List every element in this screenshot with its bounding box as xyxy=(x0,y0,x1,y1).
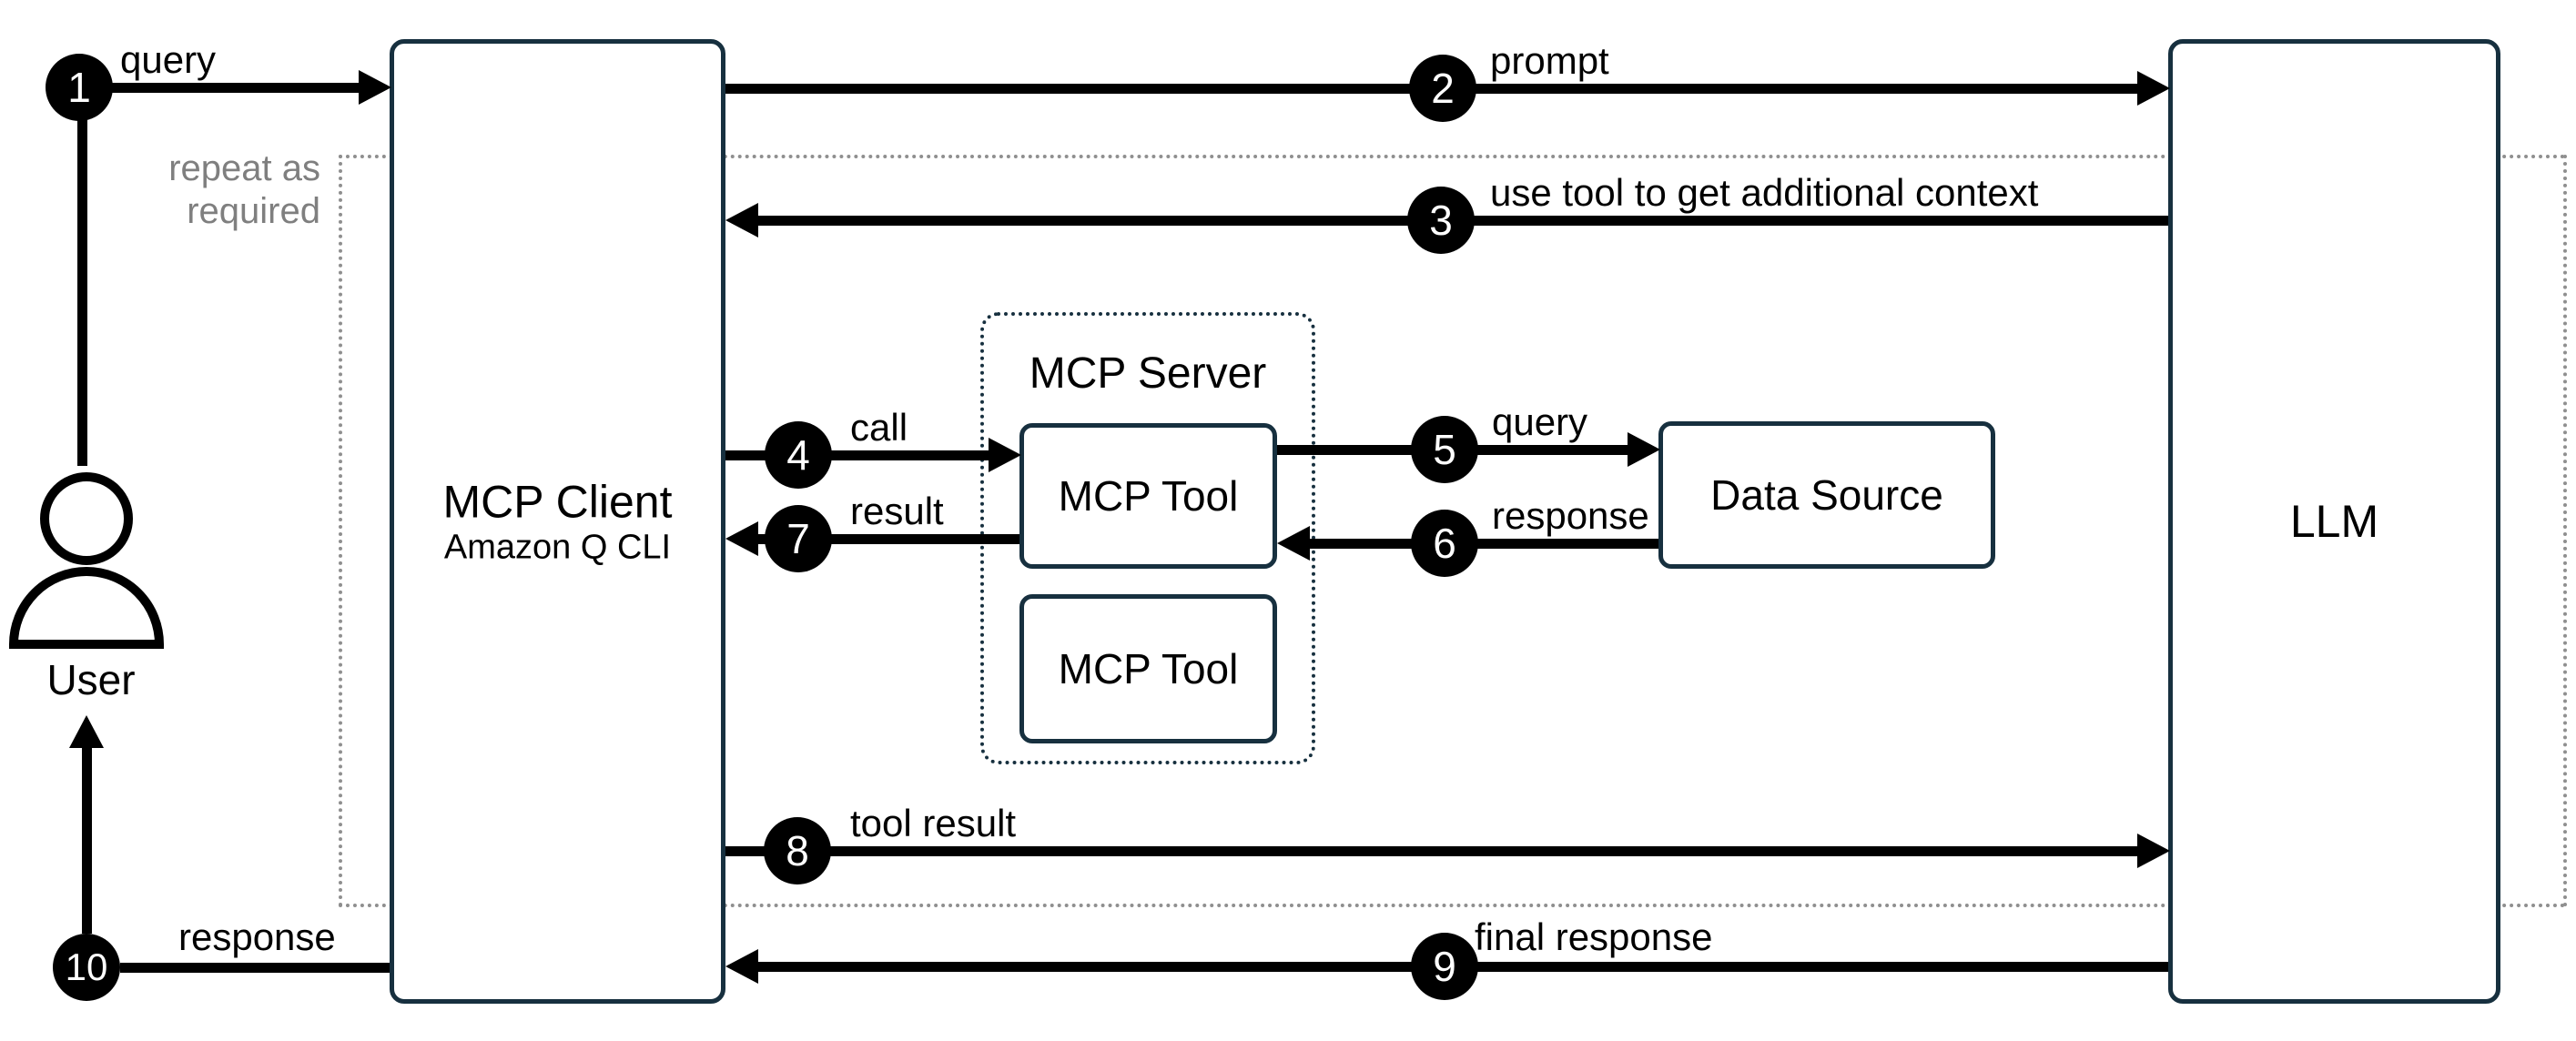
arrow-6-label: response xyxy=(1492,494,1649,537)
repeat-note: repeat as required xyxy=(84,147,320,233)
data-source-box: Data Source xyxy=(1658,421,1995,569)
step-4-badge: 4 xyxy=(765,421,832,489)
mcp-client-title: MCP Client xyxy=(442,476,673,528)
mcp-server-title: MCP Server xyxy=(1029,349,1267,398)
arrow-7-line xyxy=(758,534,1019,544)
mcp-tool-top-box: MCP Tool xyxy=(1019,423,1277,569)
step-5-badge: 5 xyxy=(1411,416,1478,483)
step-1-badge: 1 xyxy=(46,54,113,121)
step-8-badge: 8 xyxy=(764,817,831,884)
arrow-10-label: response xyxy=(178,915,336,958)
mcp-tool-bottom-box: MCP Tool xyxy=(1019,594,1277,743)
llm-box: LLM xyxy=(2168,39,2500,1004)
arrow-3-label: use tool to get additional context xyxy=(1490,171,2039,214)
arrow-8-head xyxy=(2137,834,2170,868)
arrow-5-head xyxy=(1628,432,1660,467)
step-9-badge: 9 xyxy=(1411,933,1478,1000)
arrow-4-line xyxy=(725,450,989,460)
user-icon xyxy=(8,472,165,649)
step-10-badge: 10 xyxy=(53,934,120,1001)
arrow-9-label: final response xyxy=(1475,915,1713,958)
arrow-1-label: query xyxy=(120,38,217,81)
mcp-client-subtitle: Amazon Q CLI xyxy=(443,528,672,567)
step-7-badge: 7 xyxy=(765,505,832,572)
arrow-3-head xyxy=(725,203,758,238)
arrow-2-head xyxy=(2137,71,2170,106)
user-label: User xyxy=(46,656,136,703)
arrow-10-line-vertical xyxy=(82,746,92,934)
data-source-title: Data Source xyxy=(1710,471,1943,519)
arrow-10-line xyxy=(120,963,390,973)
mcp-client-box: MCP Client Amazon Q CLI xyxy=(390,39,725,1004)
user-to-client-connector xyxy=(77,118,87,466)
mcp-tool-bottom-title: MCP Tool xyxy=(1058,645,1239,692)
repeat-note-line2: required xyxy=(187,191,320,231)
repeat-note-line1: repeat as xyxy=(168,148,320,188)
arrow-4-label: call xyxy=(850,406,908,449)
arrow-4-head xyxy=(989,438,1021,472)
step-2-badge: 2 xyxy=(1409,55,1476,122)
arrow-7-head xyxy=(725,521,758,556)
arrow-8-label: tool result xyxy=(850,802,1017,844)
arrow-2-label: prompt xyxy=(1490,39,1609,82)
arrow-5-label: query xyxy=(1492,400,1588,443)
arrow-8-line xyxy=(725,846,2137,856)
arrow-7-label: result xyxy=(850,490,944,532)
llm-title: LLM xyxy=(2289,496,2379,547)
arrow-6-line xyxy=(1310,539,1658,549)
arrow-1-head xyxy=(359,70,391,105)
arrow-10-head xyxy=(69,715,104,748)
arrow-9-head xyxy=(725,949,758,984)
repeat-region-outline xyxy=(339,155,2567,907)
step-6-badge: 6 xyxy=(1411,510,1478,577)
step-3-badge: 3 xyxy=(1407,187,1475,254)
arrow-1-line xyxy=(109,83,359,93)
mcp-tool-top-title: MCP Tool xyxy=(1058,472,1239,520)
arrow-6-head xyxy=(1277,526,1310,561)
